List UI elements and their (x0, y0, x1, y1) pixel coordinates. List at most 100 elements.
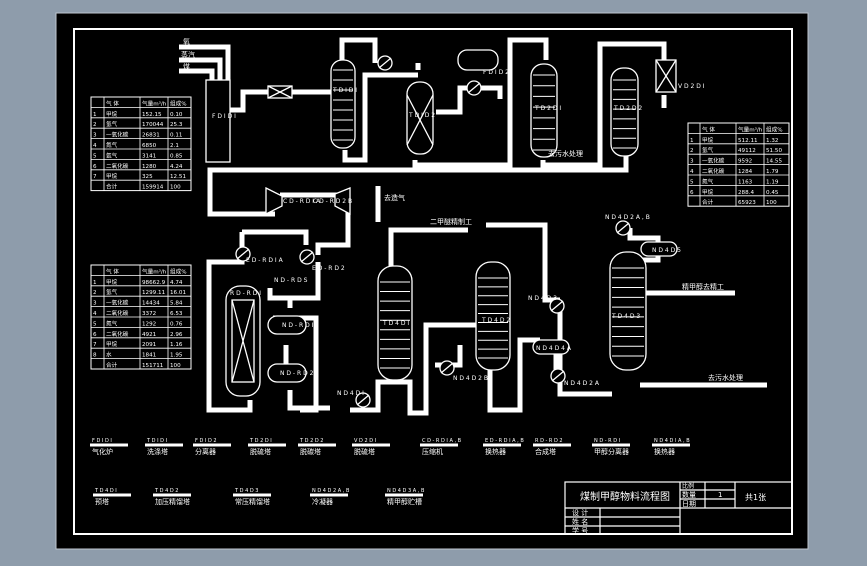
table-purified-gas-cell: 甲烷 (702, 188, 714, 196)
stream-coal: 煤 (183, 62, 190, 71)
table-gasifier-gas-cell: 7 (93, 174, 97, 180)
stream-wastewater-1: 去污水处理 (548, 149, 583, 158)
table-gasifier-gas-cell: 6850 (142, 143, 157, 149)
table-synthesis-gas-cell: 16.01 (170, 290, 186, 296)
drawing-frame (73, 28, 793, 535)
stream-co2: 二甲醚精制工 (430, 217, 472, 226)
label-nd405: N D 4 D 2 A , B (605, 214, 650, 221)
equipment (205, 49, 678, 397)
ex1-vessel (267, 315, 307, 335)
legend-name: 气化炉 (92, 447, 113, 456)
title-block-title: 煤制甲醇物料流程图 (580, 490, 670, 503)
pipe-ex-down (290, 262, 321, 301)
legend-name: 脱碳塔 (300, 447, 321, 456)
legend-name: 甲醇分离器 (594, 447, 629, 456)
title-block-cell-1: 比例 (682, 482, 694, 490)
label-c302: C D - R D 2 B (313, 198, 352, 205)
table-purified-gas-cell: 14.55 (766, 159, 782, 165)
table-synthesis-gas-cell: 甲烷 (106, 278, 118, 286)
table-purified-gas-cell: 6 (690, 190, 694, 196)
title-block-cell-3v: 1 (718, 491, 722, 499)
title-block-sheets: 共1张 (745, 493, 766, 502)
legend-name: 脱硫塔 (250, 447, 271, 456)
label-nd404: N D 4 D 4 A (536, 345, 572, 352)
table-purified-gas-cell: 甲烷 (702, 136, 714, 144)
label-nd402: N D 4 D 2 B (453, 375, 488, 382)
table-purified-gas-cell: 3 (690, 159, 694, 165)
legend-tag: N D 4 D I A , B (654, 438, 690, 444)
table-synthesis-gas-cell: 1.16 (170, 342, 183, 348)
legend-name: 合成塔 (535, 447, 556, 456)
legend-tag: T D 4 D 2 (154, 488, 178, 494)
label-nd405b: N D 4 D 5 (652, 247, 681, 254)
table-gasifier-gas-cell: 2 (93, 122, 97, 128)
table-purified-gas-cell: 组成% (766, 125, 783, 133)
table-synthesis-gas-cell: 组成% (170, 267, 187, 275)
table-synthesis-gas-cell: 4.74 (170, 280, 183, 286)
table-gasifier-gas-cell: 25.3 (170, 122, 183, 128)
legend-name: 换热器 (485, 447, 506, 456)
label-sep: F D I D 2 (483, 69, 509, 76)
table-purified-gas-cell: 合计 (702, 198, 714, 206)
legend-name: 预塔 (95, 497, 109, 506)
table-gasifier-gas-cell: 325 (142, 174, 153, 180)
table-gasifier-gas-cell: 26831 (142, 133, 160, 139)
table-synthesis-gas-cell: 8 (93, 353, 97, 359)
legend-tag: V D 2 D I (354, 438, 376, 444)
table-gasifier-gas-cell: 氮气 (106, 141, 118, 149)
table-gasifier-gas-cell: 气量m³/h (142, 99, 167, 107)
table-gasifier-gas-cell: 3141 (142, 153, 157, 159)
table-purified-gas-cell: 0.45 (766, 190, 779, 196)
label-p1: N D - R D S (274, 277, 308, 284)
stream-wastewater-2: 去污水处理 (708, 373, 743, 382)
legend-tag: F D I D 2 (195, 438, 217, 444)
table-gasifier-gas-cell: 0.11 (170, 133, 183, 139)
table-synthesis-gas-cell: 2091 (142, 342, 157, 348)
legend-tag: T D 2 D I (249, 438, 272, 444)
label-c301: C D - R D I A (283, 198, 321, 205)
legend-tag: F D I D I (92, 438, 112, 444)
legend-name: 脱硫塔 (354, 447, 375, 456)
legend-tag: T D 4 D I (94, 488, 117, 494)
table-synthesis-gas-cell: 3372 (142, 311, 156, 317)
table-synthesis-gas-cell: 7 (93, 342, 97, 348)
table-synthesis-gas-cell: 水 (106, 351, 112, 359)
pipe-to-t401 (287, 390, 330, 411)
label-reactor: R D - R D I (230, 290, 261, 297)
table-synthesis-gas-cell: 3 (93, 301, 97, 307)
label-t402: T D 4 D 2 (481, 317, 510, 324)
legend-tag: E D - R D I A , B (485, 438, 524, 444)
label-e302: E D - R D 2 (312, 265, 345, 272)
table-synthesis-gas-cell: 151711 (142, 363, 164, 369)
table-purified-gas-cell: 1163 (738, 179, 753, 185)
table-gasifier-gas-cell: 159914 (142, 185, 164, 191)
legend-name: 常压精馏塔 (235, 497, 270, 506)
title-block-cell-2: 数量 (682, 490, 696, 499)
table-synthesis-gas-cell: 1299.11 (142, 290, 166, 296)
table-purified-gas-cell: 气量m³/h (738, 125, 763, 133)
table-gasifier-gas-cell: 0.10 (170, 112, 183, 118)
equipment-labels: F D I D I T D I D I T D I D 2 F D I D 2 … (212, 69, 705, 397)
pipe-feed-oxygen (179, 44, 231, 82)
legend-name: 冷凝器 (312, 497, 333, 506)
table-purified-gas-cell: 512.11 (738, 138, 758, 144)
table-synthesis-gas-cell: 1 (93, 280, 97, 286)
table-purified-gas-cell: 1.32 (766, 138, 778, 144)
table-purified-gas-cell: 2 (690, 148, 694, 154)
table-gasifier-gas-cell: 气 体 (106, 99, 119, 107)
label-t403: T D 4 D 3 (611, 313, 640, 320)
table-gasifier-gas-cell: 152.15 (142, 112, 162, 118)
title-block-student-id: 学 号 (572, 526, 588, 535)
table-gasifier-gas-cell: 1280 (142, 164, 157, 170)
title-block: 煤制甲醇物料流程图 比例 数量 日期 1 共1张 设 计 姓 名 学 号 (564, 481, 793, 535)
legend-name: 洗涤塔 (147, 447, 168, 456)
table-synthesis-gas-cell: 0.76 (170, 321, 183, 327)
process-piping (179, 37, 767, 416)
table-purified-gas-cell: 1.79 (766, 169, 779, 175)
label-gasifier: F D I D I (212, 113, 236, 120)
nd405-drum (640, 241, 678, 257)
table-gasifier-gas-cell: 1 (93, 112, 97, 118)
t201-column (530, 63, 558, 158)
